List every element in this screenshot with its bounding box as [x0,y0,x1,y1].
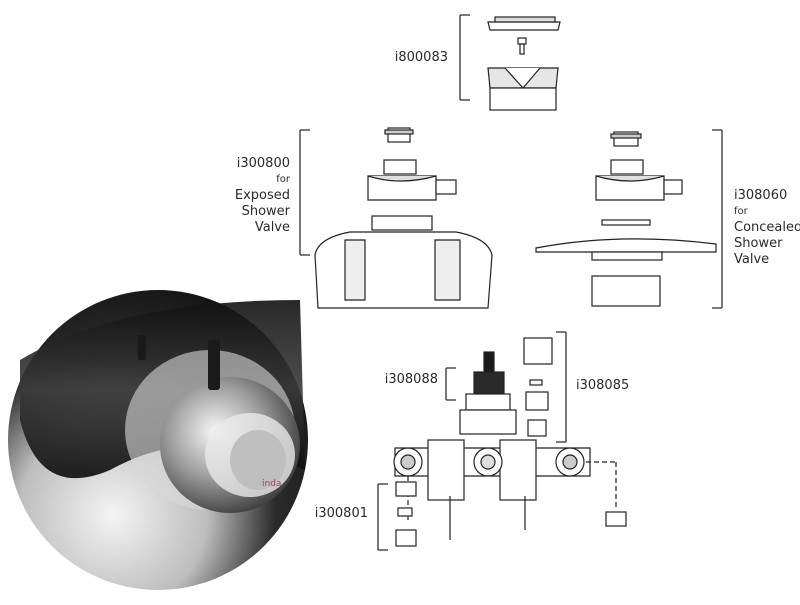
brand-mark: inda [262,479,281,489]
side-stack-assembly [523,331,567,443]
label-exposed-line2: Shower [241,204,290,219]
part-code-top-cap: i800083 [394,50,448,65]
label-exposed-line1: Exposed [234,188,290,203]
label-stack: i308085 [576,378,646,394]
label-concealed-line3: Valve [734,252,770,267]
label-exposed: i300800 for Exposed Shower Valve [210,156,290,236]
exposed-valve-assembly [299,127,493,309]
concealed-plate [535,238,717,253]
valve-photo: inda [8,290,308,590]
concealed-valve-assembly [535,129,723,309]
label-fitting: i300801 [296,506,368,522]
part-code-concealed: i308060 [734,188,788,203]
fitting-assembly [377,481,417,551]
part-code-cartridge: i308088 [384,372,438,387]
part-code-stack: i308085 [576,378,630,393]
top-cap-assembly [459,14,561,111]
label-top-cap: i800083 [380,50,448,66]
lever-handle [208,340,220,390]
label-concealed-line2: Shower [734,236,783,251]
label-cartridge: i308088 [366,372,438,388]
label-exposed-line3: Valve [254,220,290,235]
part-code-exposed: i300800 [236,156,290,171]
stop-tab [138,335,146,360]
label-concealed-line1: Concealed [734,220,800,235]
valve-body-assembly [393,351,627,540]
exposed-shroud [314,231,493,309]
label-concealed: i308060 for Concealed Shower Valve [734,188,800,268]
label-exposed-for: for [276,174,290,185]
cap-disc [487,21,561,31]
end-fitting [605,511,627,527]
label-concealed-for: for [734,206,748,217]
part-code-fitting: i300801 [314,506,368,521]
concealed-sleeve [591,275,661,307]
